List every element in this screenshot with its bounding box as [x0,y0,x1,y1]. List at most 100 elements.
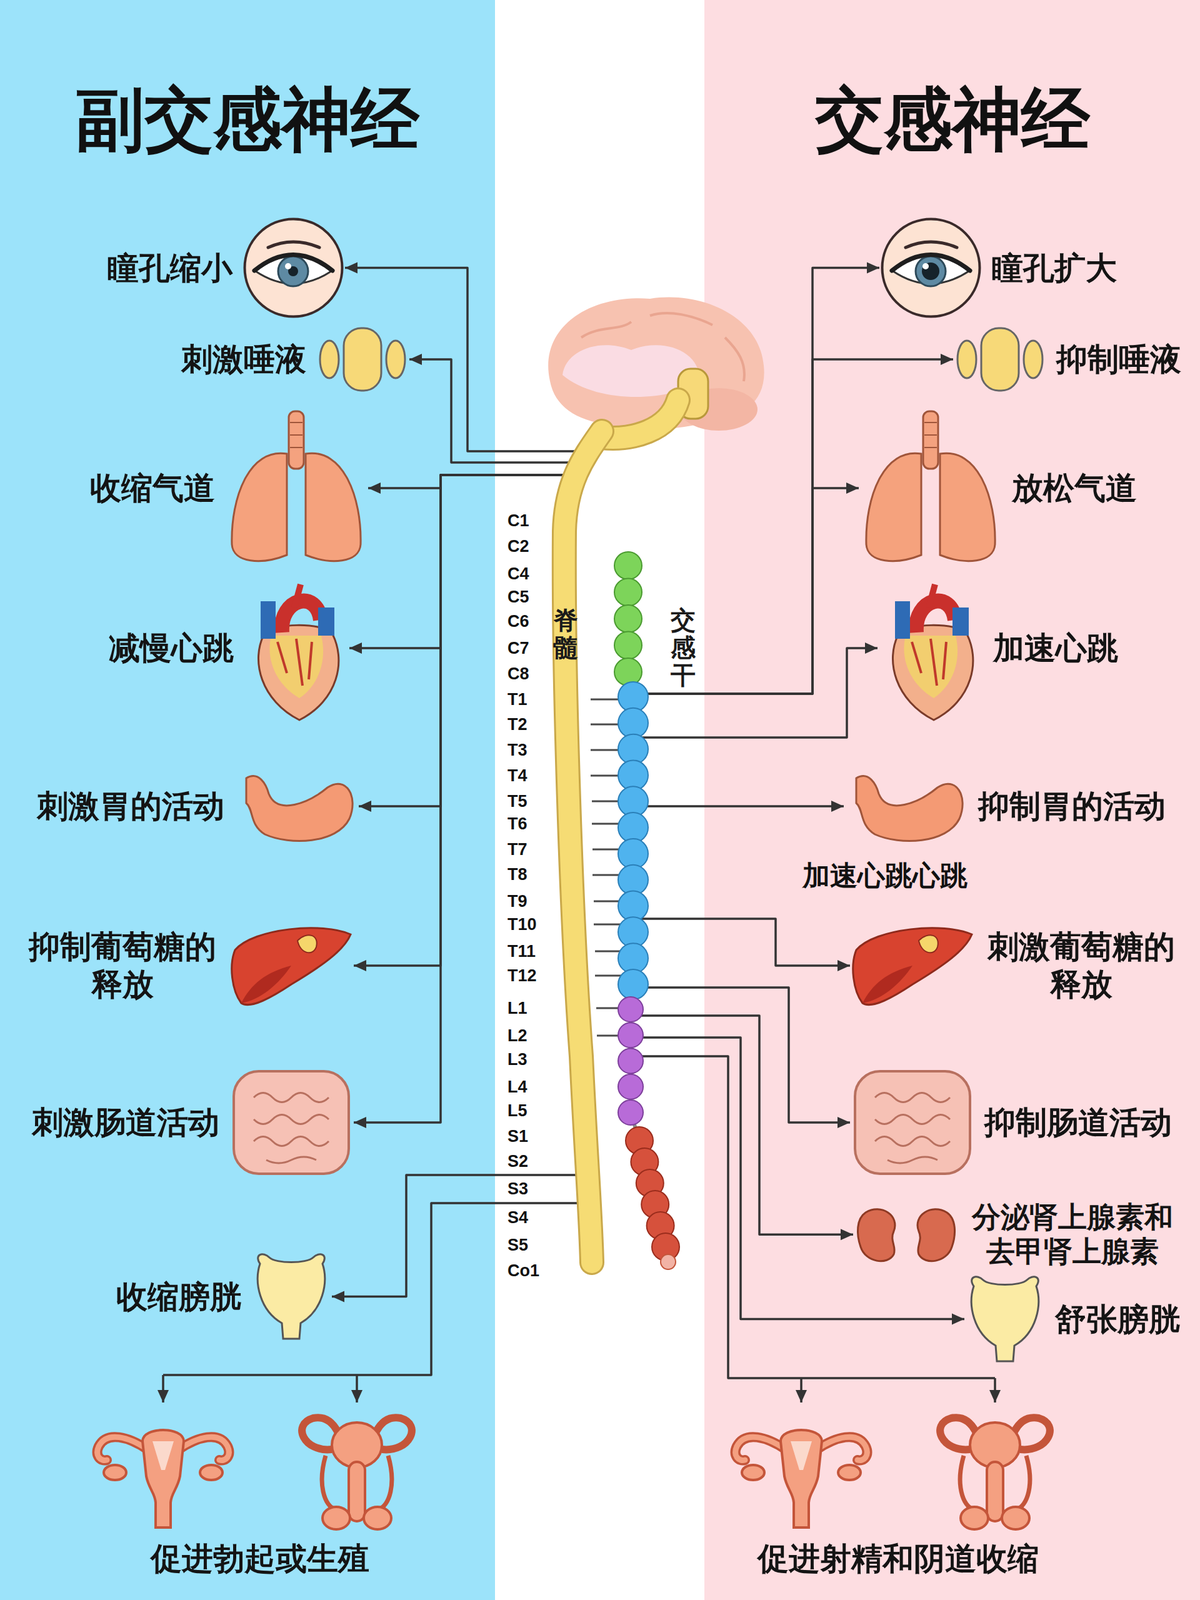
segment-label: S1 [506,1125,530,1147]
label-holder: C7 [506,637,531,659]
segment-label: T11 [506,940,537,962]
organ-node: 加速心跳 [877,573,1119,724]
glands-icon [953,325,1047,394]
intestines-icon [228,1066,354,1179]
glands-icon [315,325,410,394]
kidneys-icon [853,1203,960,1266]
liver-icon [850,915,975,1016]
nerve-line [709,488,859,694]
nerve-connector [358,475,547,812]
organ-label: 促进勃起或生殖 [150,1540,370,1578]
segment-label: S3 [506,1178,530,1200]
arrow-head [831,800,844,812]
intestines-icon [850,1066,975,1179]
panel-heading: 副交感神经 [0,0,495,160]
sympathetic-panel: 交感神经瞳孔扩大抑制唾液放松气道加速心跳抑制胃的活动刺激葡萄糖的释放抑制肠道活动… [704,0,1200,1600]
organ-icons [85,1402,435,1534]
segment-label: T10 [506,913,539,935]
eye-icon [241,216,345,320]
organ-label: 刺激唾液 [181,340,307,379]
liver-icon [228,915,354,1016]
label-holder: 加速心跳心跳 [800,859,970,892]
arrow-head [349,642,362,654]
organ-label: 抑制胃的活动 [978,787,1166,825]
label-holder: C2 [506,535,531,557]
segment-label: S5 [506,1234,530,1256]
ganglion-bead [618,969,649,1000]
ganglion-bead [618,812,649,843]
arrow-head [865,642,878,654]
arrow-head [409,353,422,365]
segment-label: L2 [506,1025,529,1047]
organ-label: 瞳孔扩大 [991,249,1117,287]
heart-icon [243,573,350,724]
stomach-icon [233,765,359,847]
organ-label: 抑制葡萄糖的释放 [25,928,220,1004]
ganglion-bead [618,916,649,947]
organ-label: 刺激肠道活动 [31,1103,220,1142]
organ-node: 刺激唾液 [181,325,410,394]
callout-text: 加速心跳心跳 [800,859,970,892]
ganglion-bead [618,865,649,895]
ganglion-bead [618,891,649,922]
parasympathetic-panel: 副交感神经瞳孔缩小刺激唾液收缩气道减慢心跳刺激胃的活动抑制葡萄糖的释放刺激肠道活… [0,0,495,1600]
organ-node: 刺激胃的活动 [36,765,359,847]
arrow-head [795,1390,807,1403]
organ-label: 刺激胃的活动 [36,787,225,825]
eye-icon [879,216,983,320]
segment-label: L5 [506,1100,529,1122]
segment-label: T9 [506,890,529,912]
arrow-head [368,482,381,494]
heart-icon [877,573,984,724]
arrow-head [353,960,367,972]
label-holder: T10 [506,913,539,935]
female-icon [85,1402,242,1534]
bladder-icon [250,1251,332,1342]
nerve-line [358,475,547,807]
nerve-connector [709,1015,854,1240]
segment-label: T6 [506,813,529,835]
segment-label: L4 [506,1076,529,1098]
nerve-connector [709,1056,1001,1403]
nerve-line [709,918,850,966]
nerve-connector [709,482,859,694]
nerve-connector [409,353,547,463]
arrow-head [989,1390,1001,1403]
organ-node: 促进勃起或生殖 [85,1402,435,1578]
nerve-line [353,475,547,966]
segment-label: T12 [506,965,539,987]
label-holder: C8 [506,663,531,685]
female-icon [723,1402,880,1534]
nerve-line [709,1015,854,1235]
organ-label: 加速心跳 [993,629,1119,667]
arrow-head [951,1313,965,1325]
organ-label: 收缩膀胱 [116,1278,242,1316]
nerve-connector [709,800,844,812]
trunk-label: 交感干 [670,606,696,689]
panel-heading: 交感神经 [704,0,1200,160]
segment-label: Co1 [506,1260,541,1282]
sympathetic-trunk: 交感干 [615,553,710,1269]
nerve-connector [709,262,880,695]
label-holder: L5 [506,1100,529,1122]
stomach-icon [843,765,969,847]
spinal-cord-shape [546,431,610,1272]
ganglion-bead [618,1022,644,1048]
label-holder: S5 [506,1234,530,1256]
arrow-head [846,482,859,494]
nerve-connector [709,918,850,972]
label-holder: C1 [506,510,531,532]
segment-label: S2 [506,1150,530,1172]
cord-fill [564,431,602,1263]
organ-label: 抑制唾液 [1056,340,1182,379]
segment-label: C4 [506,563,531,585]
segment-label: C5 [506,586,531,608]
label-holder: L4 [506,1076,529,1098]
segment-label: C6 [506,610,531,632]
label-holder: T5 [506,790,529,812]
brain-fold [581,313,745,382]
segment-label: L1 [506,997,529,1019]
organ-label: 瞳孔缩小 [107,249,233,287]
organ-label: 分泌肾上腺素和去甲肾上腺素 [968,1200,1176,1269]
